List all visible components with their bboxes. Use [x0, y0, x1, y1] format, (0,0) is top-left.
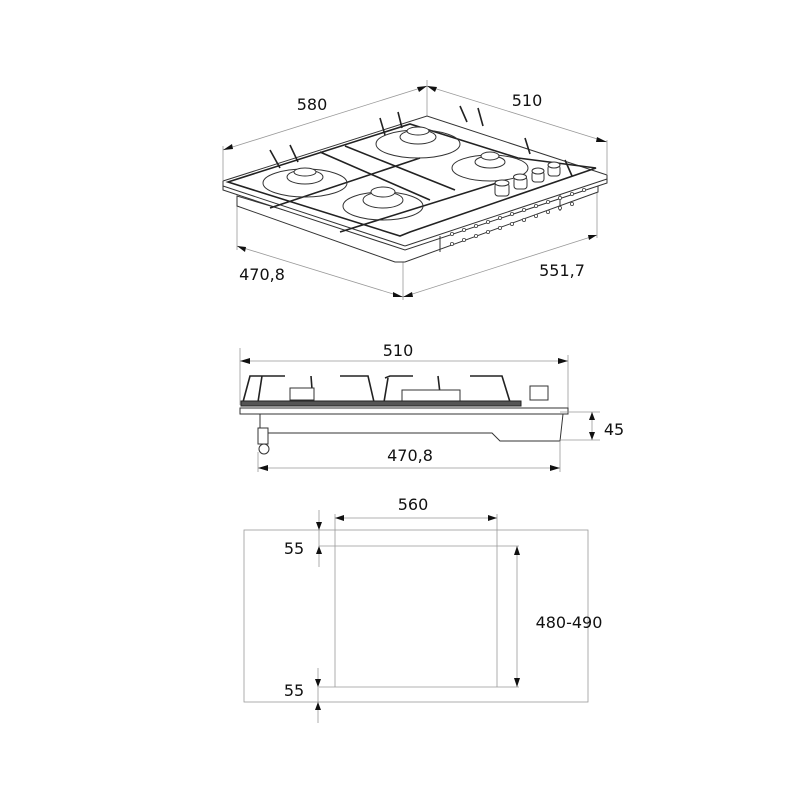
- burner-profile: [401, 389, 461, 403]
- burner-front-wok: [342, 186, 424, 221]
- arrow-icon: [596, 137, 607, 142]
- pan-supports: [225, 105, 597, 237]
- dim-label-580: 580: [297, 95, 328, 114]
- isometric-view: 580 510 470,8 551,7: [222, 80, 608, 300]
- glass-plate: [240, 400, 522, 407]
- dim-label-480-490: 480-490: [536, 613, 603, 632]
- dim-line-470-8: [236, 245, 404, 298]
- knob-profile: [529, 385, 549, 401]
- dim-label-510: 510: [383, 341, 414, 360]
- gas-inlet: [257, 427, 269, 445]
- arrow-icon: [316, 522, 322, 530]
- arrow-icon: [258, 465, 268, 471]
- dim-label-560: 560: [398, 495, 429, 514]
- arrow-icon: [223, 144, 233, 150]
- arrow-icon: [488, 515, 497, 521]
- arrow-icon: [427, 86, 437, 92]
- dim-label-510: 510: [512, 91, 543, 110]
- burner-rear-left: [262, 167, 348, 198]
- arrow-icon: [316, 546, 322, 554]
- arrow-icon: [558, 358, 568, 364]
- plate-edge: [222, 185, 406, 247]
- dim-label-55-bottom: 55: [284, 681, 304, 700]
- arrow-icon: [589, 432, 595, 440]
- dim-line-551-7: [402, 234, 598, 298]
- dim-label-470-8: 470,8: [387, 446, 433, 465]
- arrow-icon: [417, 86, 427, 92]
- arrow-icon: [393, 292, 403, 297]
- hob-rim: [239, 407, 569, 415]
- arrow-icon: [237, 246, 246, 252]
- hob-body: [259, 413, 564, 442]
- hob-top-plate: [222, 115, 608, 251]
- burner-right: [451, 151, 529, 182]
- grate-profile: [242, 375, 511, 403]
- dim-label-470-8: 470,8: [239, 265, 285, 284]
- burner-profile: [289, 387, 315, 401]
- dim-label-551-7: 551,7: [539, 261, 585, 280]
- dim-line-580: [222, 85, 428, 151]
- arrow-icon: [550, 465, 560, 471]
- arrow-icon: [335, 515, 344, 521]
- arrow-icon: [315, 702, 321, 710]
- worktop-outline: [243, 529, 589, 703]
- dim-label-45: 45: [604, 420, 624, 439]
- cutout-view: 560 55 480-490 55: [243, 495, 603, 723]
- arrow-icon: [315, 679, 321, 687]
- vent-holes: [449, 187, 587, 246]
- arrow-icon: [240, 358, 250, 364]
- side-view: 510 45 470,8: [239, 341, 624, 472]
- dim-line-510: [426, 85, 608, 143]
- dim-label-55-top: 55: [284, 539, 304, 558]
- arrow-icon: [514, 546, 520, 555]
- arrow-icon: [403, 292, 413, 297]
- arrow-icon: [514, 678, 520, 687]
- arrow-icon: [589, 412, 595, 420]
- plate-edge: [404, 178, 608, 247]
- control-knobs: [494, 161, 561, 197]
- arrow-icon: [588, 235, 597, 240]
- gas-connector: [258, 443, 270, 455]
- burner-rear-center: [375, 126, 461, 159]
